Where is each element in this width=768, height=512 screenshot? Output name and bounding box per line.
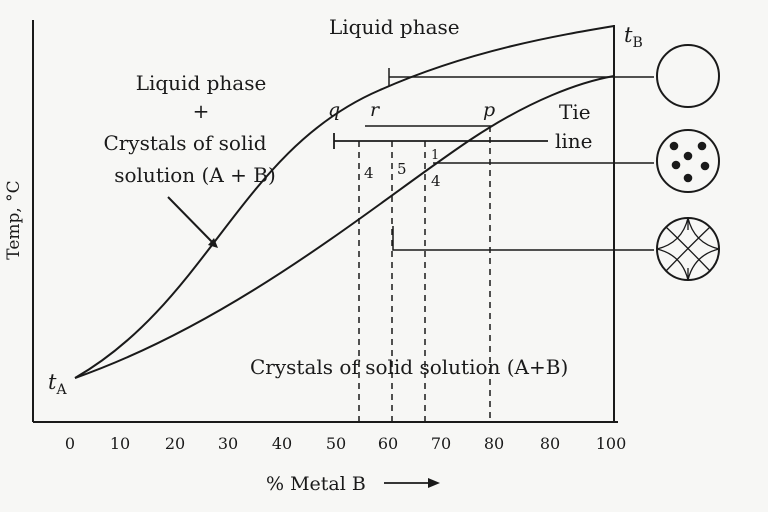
mixed-region-line-1: Liquid phase [136, 71, 267, 95]
x-tick-label: 80 [540, 434, 560, 453]
liquid-phase-label: Liquid phase [329, 15, 460, 39]
x-tick-label: 50 [326, 434, 346, 453]
x-tick-label: 80 [484, 434, 504, 453]
solidus-curve [74, 75, 615, 379]
liquidus-pointer-arrow [167, 196, 217, 247]
mixed-region-line-2: + [193, 99, 210, 123]
liquid-structure-circle [656, 44, 720, 108]
solid-region-label: Crystals of solid solution (A+B) [250, 355, 568, 379]
x-tick-label: 30 [218, 434, 238, 453]
x-tick-label: 0 [65, 434, 75, 453]
x-tick-label: 40 [272, 434, 292, 453]
solid-connector [392, 226, 654, 251]
x-tick-label: 10 [110, 434, 130, 453]
liquidus-curve [74, 25, 615, 379]
tie-label-line-2: line [555, 129, 593, 153]
t-a-label: tA [48, 370, 67, 398]
tie-label-line-1: Tie [559, 100, 591, 124]
mixed-region-line-3: Crystals of solid [103, 131, 266, 155]
point-p-label: p [483, 99, 495, 121]
grain-structure [656, 217, 720, 281]
x-tick-label: 60 [378, 434, 398, 453]
point-q-label: q [328, 99, 340, 121]
ratio-left: 4 [364, 164, 374, 182]
x-tick-label: 100 [596, 434, 627, 453]
crystal-dots [669, 141, 710, 183]
x-axis-label: % Metal B [266, 473, 366, 495]
mixed-region-line-4: solution (A + B) [114, 163, 276, 187]
ratio-right-denominator: 4 [431, 172, 441, 190]
x-tick-label: 70 [431, 434, 451, 453]
x-tick-label: 20 [165, 434, 185, 453]
ratio-right-numerator: 1 [431, 148, 439, 163]
point-r-label: r [370, 99, 381, 121]
t-b-label: tB [624, 23, 643, 51]
mixed-structure-circle [656, 129, 720, 193]
ratio-mid: 5 [397, 160, 407, 178]
y-axis-label: Temp, °C [4, 180, 24, 259]
